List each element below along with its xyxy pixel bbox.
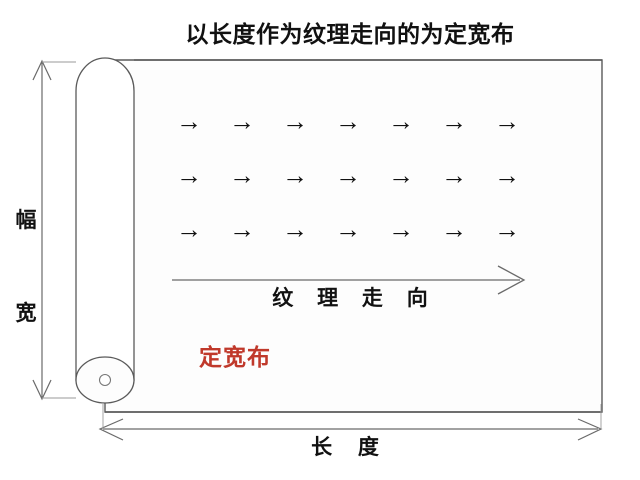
grain-arrow-glyph: → (494, 106, 520, 136)
width-label-char-2: 宽 (15, 302, 37, 325)
grain-arrow-glyph: → (282, 160, 308, 190)
width-dimension-arrowhead-top (32, 59, 52, 81)
fabric-roll-body (75, 57, 135, 381)
width-dimension-arrowhead-bottom (32, 379, 52, 401)
grain-arrow-glyph: → (494, 214, 520, 244)
grain-arrow-glyph: → (441, 214, 467, 244)
page-title: 以长度作为纹理走向的为定宽布 (185, 21, 515, 47)
grain-arrow-glyph: → (335, 106, 361, 136)
grain-arrow-glyph: → (441, 160, 467, 190)
grain-arrow-glyph: → (229, 106, 255, 136)
grain-arrow-glyph: → (335, 214, 361, 244)
fabric-roll-core-circle (98, 373, 112, 387)
grain-direction-label: 纹 理 走 向 (272, 287, 437, 310)
grain-arrow-glyph: → (388, 160, 414, 190)
grain-arrow-glyph: → (282, 214, 308, 244)
grain-arrow-glyph: → (282, 106, 308, 136)
grain-arrow-glyph: → (441, 106, 467, 136)
grain-arrow-glyph: → (335, 160, 361, 190)
grain-arrow-glyph: → (176, 160, 202, 190)
grain-arrow-glyph: → (229, 160, 255, 190)
length-axis-label: 长 度 (311, 436, 389, 459)
grain-arrow-glyph: → (388, 214, 414, 244)
grain-arrow-glyph: → (176, 214, 202, 244)
grain-arrow-glyph: → (176, 106, 202, 136)
width-label-char-1: 幅 (15, 209, 37, 232)
width-axis-label: 幅 宽 (8, 168, 44, 366)
grain-direction-arrowhead (497, 265, 526, 295)
length-dimension-arrowhead-left (98, 418, 124, 441)
grain-arrow-glyph: → (388, 106, 414, 136)
grain-arrow-glyph: → (494, 160, 520, 190)
grain-arrow-glyph: → (229, 214, 255, 244)
fabric-type-label: 定宽布 (199, 344, 271, 370)
